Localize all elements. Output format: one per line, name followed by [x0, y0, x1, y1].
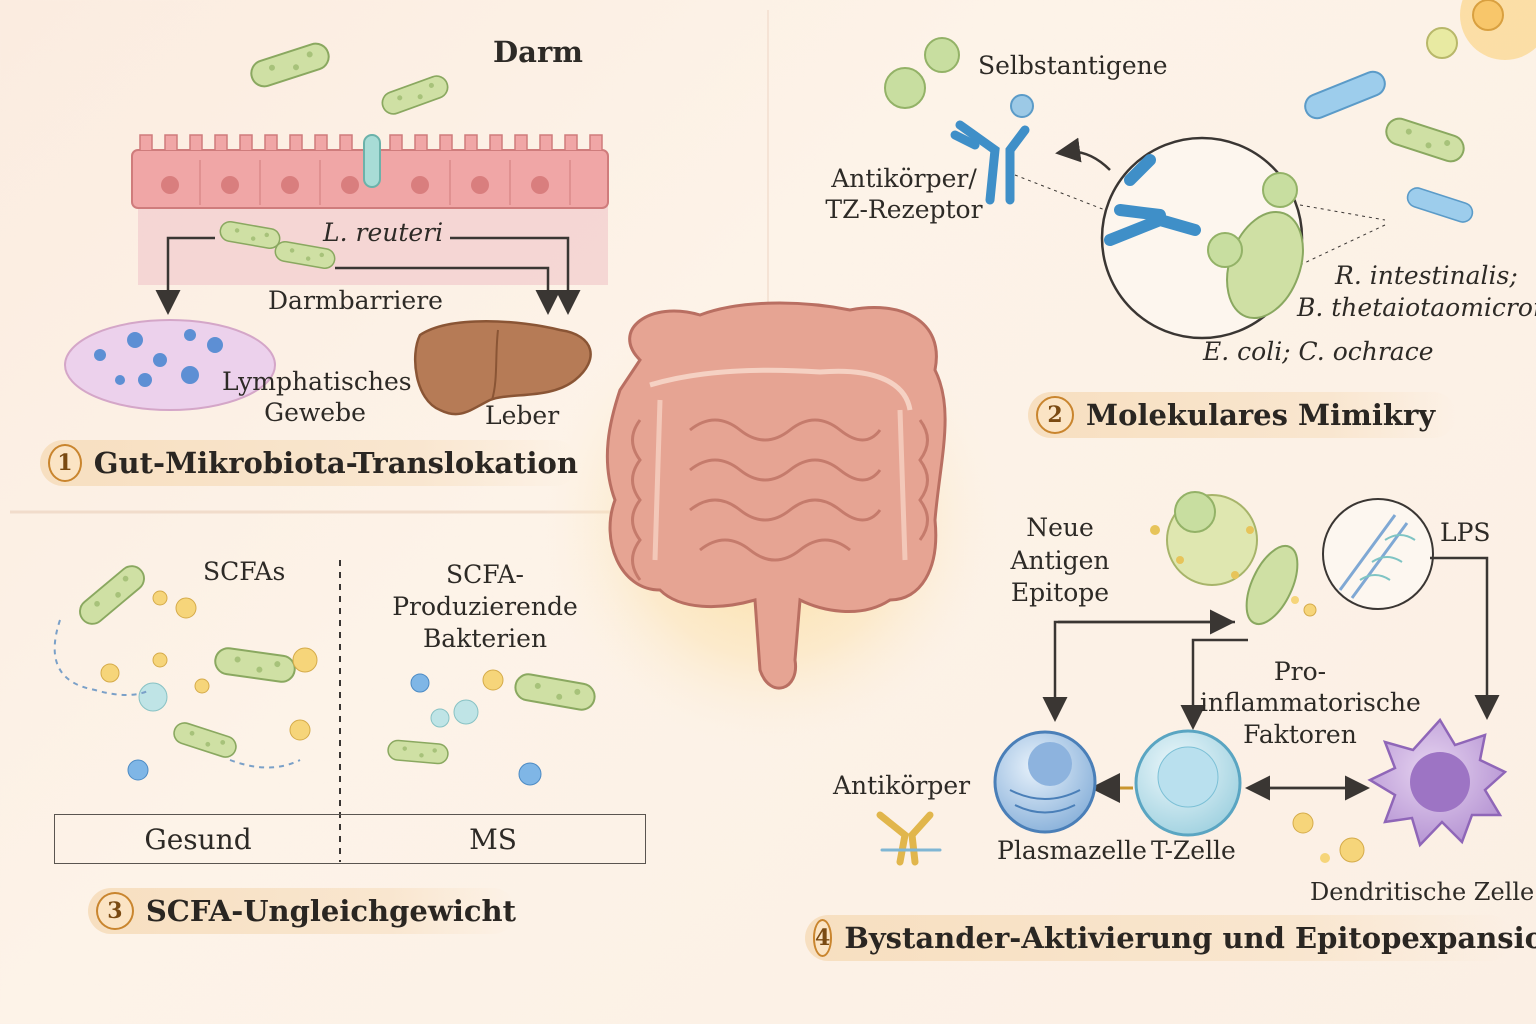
antigen-cluster — [1150, 491, 1317, 625]
section-title-text: SCFA-Ungleichgewicht — [145, 894, 516, 928]
epitope-label-line: Antigen — [1010, 545, 1110, 575]
section-number: 1 — [48, 444, 82, 482]
plasma-cell-label: Plasmazelle — [997, 836, 1147, 865]
bacterium — [1381, 114, 1469, 166]
t-cell-label: T-Zelle — [1151, 836, 1236, 865]
bacterium — [212, 645, 298, 685]
bacterium — [74, 560, 150, 630]
producers-label-line: Bakterien — [422, 624, 548, 653]
cytokine — [1320, 853, 1330, 863]
section-number: 2 — [1036, 396, 1074, 434]
receptor-label: Antikörper/ TZ-Rezeptor — [818, 163, 990, 226]
lps-label: LPS — [1440, 518, 1491, 547]
producers-label-line: Produzierende — [392, 592, 578, 621]
barrier-label: Darmbarriere — [268, 286, 443, 315]
mimicry-magnifier — [1014, 136, 1386, 340]
section-1-title: 1 Gut-Mikrobiota-Translokation — [40, 440, 578, 486]
t-cell — [1134, 729, 1242, 837]
dendritic-cell — [1367, 717, 1508, 848]
self-antigens-label: Selbstantigene — [978, 51, 1168, 80]
epitope-label: Neue Antigen Epitope — [1000, 512, 1120, 610]
section-3-title: 3 SCFA-Ungleichgewicht — [88, 888, 516, 934]
bacterium — [512, 671, 598, 713]
scfas-label: SCFAs — [203, 557, 286, 586]
section-title-text: Bystander-Aktivierung und Epitopexpansio… — [844, 921, 1536, 955]
ms-cell: MS — [469, 822, 517, 856]
producers-label: SCFA- Produzierende Bakterien — [385, 559, 585, 655]
receptor-label-line: Antikörper/ — [831, 164, 977, 193]
section-number: 4 — [813, 919, 833, 957]
secreted-antibodies — [876, 811, 942, 866]
healthy-cell: Gesund — [144, 822, 252, 856]
species-line: B. thetaiotaomicron; — [1297, 293, 1536, 322]
bacterium — [246, 39, 334, 91]
species-line: R. intestinalis; — [1335, 261, 1518, 290]
cytokine — [1339, 837, 1365, 863]
activation-arrows — [1042, 556, 1500, 801]
cytokine — [1292, 812, 1314, 834]
epitope-label-line: Neue — [1026, 513, 1094, 542]
lymphatic-tissue — [64, 319, 276, 411]
producers-label-line: SCFA- — [446, 560, 524, 589]
proinflammatory-label-line: Faktoren — [1243, 719, 1357, 749]
lymph-label-line: Gewebe — [264, 398, 366, 428]
lymph-label-line: Lymphatisches — [222, 367, 412, 396]
antigen-particle — [1472, 0, 1504, 31]
bacterium — [386, 738, 450, 766]
bacterium — [1404, 184, 1476, 226]
epitope-label-line: Epitope — [1010, 578, 1110, 607]
self-antigens — [884, 37, 1034, 118]
lps-magnifier — [1322, 498, 1434, 610]
intestine-illustration — [540, 290, 1000, 750]
antibody-receptor — [950, 120, 1030, 205]
species-line: E. coli; C. ochrace — [1203, 337, 1434, 366]
section-2-title: 2 Molekulares Mimikry — [1028, 392, 1456, 438]
proinflammatory-label-line: Pro- — [1273, 657, 1327, 686]
scfa-molecules — [53, 590, 542, 786]
proinflammatory-label: Pro- inflammatorische Faktoren — [1200, 656, 1421, 750]
liver — [413, 320, 592, 416]
plasma-cell — [993, 730, 1097, 834]
proinflammatory-label-line: inflammatorische — [1200, 688, 1421, 718]
liver-label: Leber — [485, 401, 560, 430]
species-label: L. reuteri — [323, 218, 444, 247]
section-4-title: 4 Bystander-Aktivierung und Epitopexpans… — [805, 915, 1536, 961]
dendritic-cell-label: Dendritische Zelle — [1310, 878, 1535, 906]
lymph-label: Lymphatisches Gewebe — [222, 366, 412, 429]
section-title-text: Molekulares Mimikry — [1086, 398, 1436, 432]
bacterium — [1300, 67, 1390, 123]
gut-wall-illustration — [131, 134, 609, 285]
gut-label: Darm — [493, 35, 583, 69]
antigen-particle — [1426, 27, 1458, 59]
receptor-label-line: TZ-Rezeptor — [825, 195, 983, 225]
section-number: 3 — [96, 892, 134, 930]
bacterium — [378, 72, 452, 118]
bacterium — [170, 719, 240, 761]
comparison-table: Gesund MS — [54, 814, 646, 864]
translocation-arrows — [155, 236, 581, 315]
antibody-label: Antikörper — [833, 771, 971, 800]
section-title-text: Gut-Mikrobiota-Translokation — [93, 446, 578, 480]
